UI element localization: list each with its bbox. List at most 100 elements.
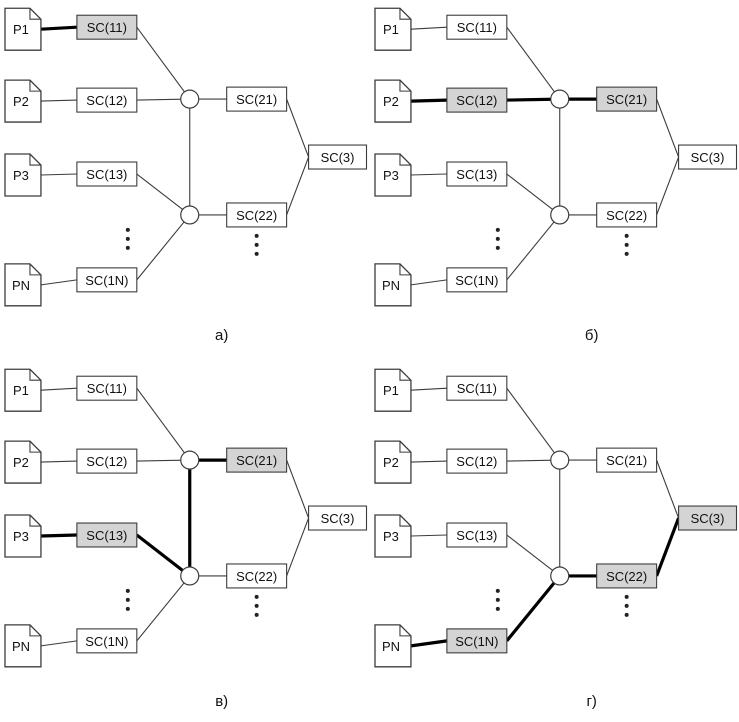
- switch-box-sc1n: [76, 628, 138, 654]
- vertical-ellipsis-stage1: [495, 227, 500, 250]
- link-sc11-upper-node: [136, 26, 191, 100]
- switch-label-sc11: SC(11): [456, 381, 496, 396]
- switch-label-sc21: SC(21): [236, 453, 277, 468]
- panel-a: SC(11) SC(12) SC(13) SC(1N) SC(21) SC(22…: [0, 0, 370, 361]
- vertical-ellipsis-stage1: [125, 588, 130, 611]
- switch-box-sc12: [445, 87, 507, 113]
- switch-label-sc11: SC(11): [87, 20, 127, 35]
- switch-label-sc11: SC(11): [456, 20, 496, 35]
- switch-label-sc13: SC(13): [86, 528, 127, 543]
- processor-icon-p3-fold: [29, 515, 41, 527]
- link-sc21-sc3: [655, 459, 679, 519]
- processor-icon-p2-fold: [398, 80, 411, 92]
- switch-box-sc3: [677, 144, 737, 170]
- link-sc11-upper-node: [505, 387, 560, 461]
- link-p1-sc11: [40, 25, 77, 31]
- switch-label-sc12: SC(12): [456, 93, 497, 108]
- panel-g: SC(11) SC(12) SC(13) SC(1N) SC(21) SC(22…: [370, 361, 739, 722]
- link-p2-sc12: [40, 460, 77, 463]
- switch-box-sc22: [595, 202, 657, 228]
- panel-caption-v: в): [215, 693, 228, 710]
- lower-crossbar-node: [549, 566, 569, 586]
- vertical-ellipsis-stage2: [254, 594, 259, 617]
- link-sc11-upper-node: [505, 26, 560, 100]
- link-sc13-lower-node: [135, 533, 191, 578]
- link-sc1n-lower-node: [505, 574, 561, 642]
- switch-label-sc1n: SC(1N): [85, 634, 128, 649]
- processor-label-p2: P2: [13, 94, 29, 109]
- switch-label-sc21: SC(21): [606, 92, 647, 107]
- processor-icon-pn-fold: [398, 263, 411, 276]
- switch-label-sc1n: SC(1N): [85, 273, 128, 288]
- processor-icon-pn-fold: [398, 624, 411, 637]
- switch-box-sc3: [677, 505, 737, 531]
- switch-box-sc21: [595, 447, 657, 473]
- panel-caption-b: б): [584, 327, 598, 344]
- link-p3-sc13: [410, 173, 447, 176]
- panel-caption-g: г): [586, 693, 596, 710]
- switch-label-sc22: SC(22): [236, 208, 277, 223]
- processor-label-p2: P2: [383, 94, 399, 109]
- processor-icon-pn-fold: [29, 263, 41, 276]
- switch-box-sc1n: [445, 267, 507, 293]
- link-p3-sc13: [40, 173, 77, 176]
- switch-label-sc12: SC(12): [86, 454, 127, 469]
- upper-crossbar-node: [180, 450, 200, 470]
- switch-label-sc11: SC(11): [87, 381, 127, 396]
- switch-box-sc3: [308, 144, 368, 170]
- switch-box-sc12: [76, 87, 138, 113]
- processor-label-p2: P2: [383, 455, 399, 470]
- switch-box-sc11: [76, 14, 138, 40]
- processor-icon-p3-fold: [29, 154, 41, 166]
- processor-label-pn: PN: [381, 639, 399, 654]
- link-sc21-sc3: [286, 459, 310, 519]
- link-sc22-sc3: [286, 517, 310, 577]
- processor-icon-p1-fold: [29, 8, 41, 20]
- switch-label-sc13: SC(13): [456, 528, 497, 543]
- switch-label-sc3: SC(3): [321, 511, 355, 526]
- vertical-ellipsis-stage2: [254, 233, 259, 256]
- switch-label-sc13: SC(13): [456, 167, 497, 182]
- processor-icon-p3-fold: [398, 515, 411, 527]
- processor-label-p1: P1: [383, 22, 399, 37]
- processor-label-p3: P3: [13, 529, 29, 544]
- switch-box-sc11: [445, 375, 507, 401]
- switch-label-sc22: SC(22): [236, 569, 277, 584]
- link-p1-sc11: [410, 387, 447, 391]
- link-sc11-upper-node: [136, 387, 191, 461]
- switch-box-sc21: [226, 447, 288, 473]
- link-sc1n-lower-node: [136, 214, 191, 281]
- switch-box-sc3: [308, 505, 368, 531]
- link-pn-sc1n: [410, 279, 447, 286]
- switch-box-sc13: [445, 161, 507, 187]
- switch-box-sc21: [226, 86, 288, 112]
- switch-label-sc12: SC(12): [86, 93, 127, 108]
- link-p3-sc13: [40, 533, 77, 538]
- switch-label-sc22: SC(22): [606, 208, 647, 223]
- vertical-ellipsis-stage1: [125, 227, 130, 250]
- switch-box-sc1n: [76, 267, 138, 293]
- switch-box-sc21: [595, 86, 657, 112]
- link-sc22-sc3: [654, 517, 680, 577]
- switch-box-sc13: [445, 522, 507, 548]
- link-sc21-sc3: [286, 98, 310, 158]
- switch-label-sc13: SC(13): [86, 167, 127, 182]
- switch-box-sc11: [76, 375, 138, 401]
- processor-icon-p3-fold: [398, 154, 411, 166]
- switch-label-sc12: SC(12): [456, 454, 497, 469]
- link-pn-sc1n: [410, 639, 447, 648]
- upper-crossbar-node: [549, 450, 569, 470]
- lower-crossbar-node: [549, 205, 569, 225]
- processor-icon-p2-fold: [29, 441, 41, 453]
- processor-label-pn: PN: [381, 278, 399, 293]
- link-p3-sc13: [410, 534, 447, 537]
- switch-label-sc1n: SC(1N): [455, 273, 498, 288]
- processor-label-p1: P1: [383, 383, 399, 398]
- switch-box-sc13: [76, 522, 138, 548]
- processor-icon-p1-fold: [398, 8, 411, 20]
- upper-crossbar-node: [549, 89, 569, 109]
- processor-label-p3: P3: [383, 168, 399, 183]
- panel-caption-a: а): [215, 327, 228, 344]
- panel-v: SC(11) SC(12) SC(13) SC(1N) SC(21) SC(22…: [0, 361, 370, 722]
